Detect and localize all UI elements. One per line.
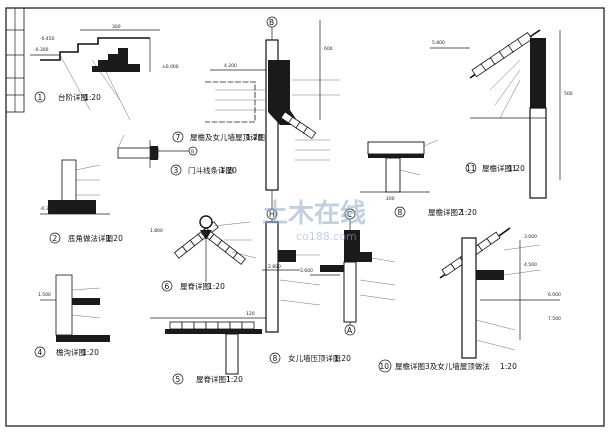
dim-d17: 7.500 <box>548 316 561 322</box>
detail-4-number: 4 <box>38 348 43 357</box>
detail-6-title: 屋脊详图 <box>180 281 210 291</box>
watermark-main: 土木在线 <box>262 199 366 229</box>
central-wall-top: B 4.200 600 <box>210 16 340 230</box>
detail-11-number: 11 <box>466 164 476 173</box>
dim-d19: 120 <box>246 311 255 317</box>
dim-d10: 600 <box>324 46 333 52</box>
detail-6-number: 6 <box>165 282 170 291</box>
detail-10-number: 10 <box>380 362 390 371</box>
dim-d6: 3.600 <box>300 268 313 274</box>
detail-8-scale: 1:20 <box>334 354 351 363</box>
dim-d1: -0.300 <box>34 47 49 53</box>
watermark: 土木在线 co188.com <box>262 199 366 243</box>
axis-mark-b2: B <box>191 149 194 155</box>
detail-3-title: 门斗线条详图 <box>188 165 233 175</box>
detail-5-number: 5 <box>176 375 181 384</box>
detail-1-scale: 1:20 <box>84 93 101 102</box>
dim-d8: 300 <box>112 24 121 30</box>
dim-d5: 2.800 <box>268 264 281 270</box>
detail-4-scale: 1:20 <box>82 348 99 357</box>
detail-3-scale: 1:20 <box>220 166 237 175</box>
sheet-border <box>5 7 605 427</box>
dim-d15: 4.500 <box>524 262 537 268</box>
dim-d18: 3.000 <box>524 234 537 240</box>
dim-d4: 4.200 <box>224 63 237 69</box>
central-wall-bottom: H 2.800 <box>262 208 321 333</box>
detail-11-scale: 1:20 <box>508 164 525 173</box>
detail-9-scale: 1:20 <box>460 208 477 217</box>
dim-d9: 200 <box>386 196 395 202</box>
detail-10-title: 屋檐详图3及女儿墙屋顶做法 <box>395 361 490 371</box>
axis-mark-a: A <box>347 326 353 335</box>
detail-7-eave: 7 屋檐及女儿墙屋顶详图 1:20 <box>172 81 265 143</box>
title-block-strip <box>5 7 25 113</box>
detail-11-title: 屋檐详图1 <box>482 163 517 173</box>
detail-3-number: 3 <box>174 166 179 175</box>
dim-d7: -0.300 <box>40 206 55 212</box>
detail-6-scale: 1:20 <box>208 282 225 291</box>
detail-9-title: 屋檐详图2 <box>428 207 463 217</box>
detail-7-title: 屋檐及女儿墙屋顶详图 <box>190 132 265 142</box>
detail-7-scale: 1:20 <box>246 133 263 142</box>
detail-5-scale: 1:20 <box>226 375 243 384</box>
dim-d11: 500 <box>564 91 573 97</box>
detail-10-scale: 1:20 <box>500 362 517 371</box>
axis-mark-c: C <box>347 210 352 219</box>
detail-7-number: 7 <box>176 133 181 142</box>
watermark-sub: co188.com <box>296 230 357 243</box>
detail-8-parapet: 200 8 屋檐详图2 1:20 <box>360 139 477 218</box>
detail-10-eave: 4.500 6.000 7.500 3.000 10 屋檐详图3及女儿墙屋顶做法… <box>378 227 561 373</box>
detail-1-title: 台阶详图 <box>58 92 88 102</box>
detail-3-door: B 3 门斗线条详图 1:20 <box>117 134 237 176</box>
dim-d14: 5.800 <box>432 40 445 46</box>
axis-mark-b: B <box>269 18 274 27</box>
dim-d3: -0.450 <box>40 36 55 42</box>
detail-2-title: 底角做法详图 <box>68 233 113 243</box>
dim-d16: 6.000 <box>548 292 561 298</box>
detail-1-number: 1 <box>38 93 43 102</box>
detail-11-eave: 5.800 500 11 屋檐详图1 1:20 <box>430 29 573 199</box>
detail-5-title: 屋脊详图1 <box>196 374 231 384</box>
detail-1-steps: -0.300 ±0.000 -0.450 300 1 台阶详图 1:20 <box>30 24 179 121</box>
detail-parapet-section: C 3.600 A 8 女儿墙压顶详图 1:20 <box>269 208 396 364</box>
detail-5-ridge1: 120 5 屋脊详图1 1:20 <box>150 311 270 385</box>
detail-8-number-bottom: 8 <box>273 354 278 363</box>
detail-8-title: 女儿墙压顶详图 <box>288 353 341 363</box>
dim-d2: ±0.000 <box>162 64 179 70</box>
detail-2-number: 2 <box>53 234 58 243</box>
detail-4-title: 檐沟详图 <box>56 347 86 357</box>
dim-d13: 1.500 <box>38 292 51 298</box>
dim-d12: 1.800 <box>150 228 163 234</box>
detail-2-scale: 1:20 <box>106 234 123 243</box>
detail-2-base: -0.300 2 底角做法详图 1:20 <box>40 159 123 244</box>
detail-8-number: 8 <box>398 208 403 217</box>
detail-4-gutter: 1.500 4 檐沟详图 1:20 <box>34 274 110 358</box>
axis-mark-h: H <box>269 210 275 219</box>
detail-6-ridge: 1.800 6 屋脊详图 1:20 <box>150 215 257 292</box>
